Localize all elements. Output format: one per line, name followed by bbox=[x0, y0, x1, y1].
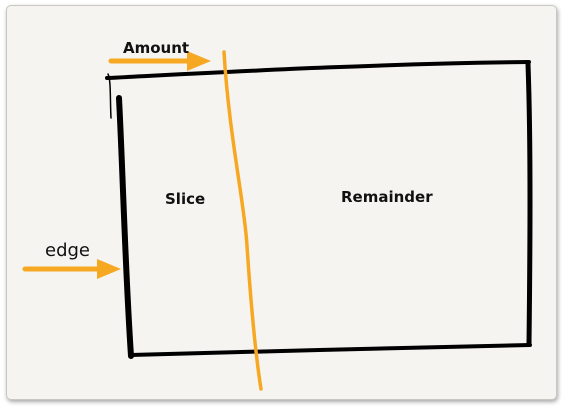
diagram-canvas: Amount edge Slice Remainder bbox=[6, 5, 557, 400]
remainder-label: Remainder bbox=[341, 188, 433, 206]
rectangle-outline bbox=[105, 60, 533, 359]
edge-arrow-icon bbox=[22, 259, 121, 279]
amount-label: Amount bbox=[123, 39, 190, 57]
slice-label: Slice bbox=[165, 190, 206, 208]
amount-arrow-icon bbox=[108, 51, 211, 71]
slice-cut-line bbox=[222, 50, 263, 391]
diagram-drawing bbox=[22, 50, 533, 391]
edge-label: edge bbox=[45, 240, 90, 261]
